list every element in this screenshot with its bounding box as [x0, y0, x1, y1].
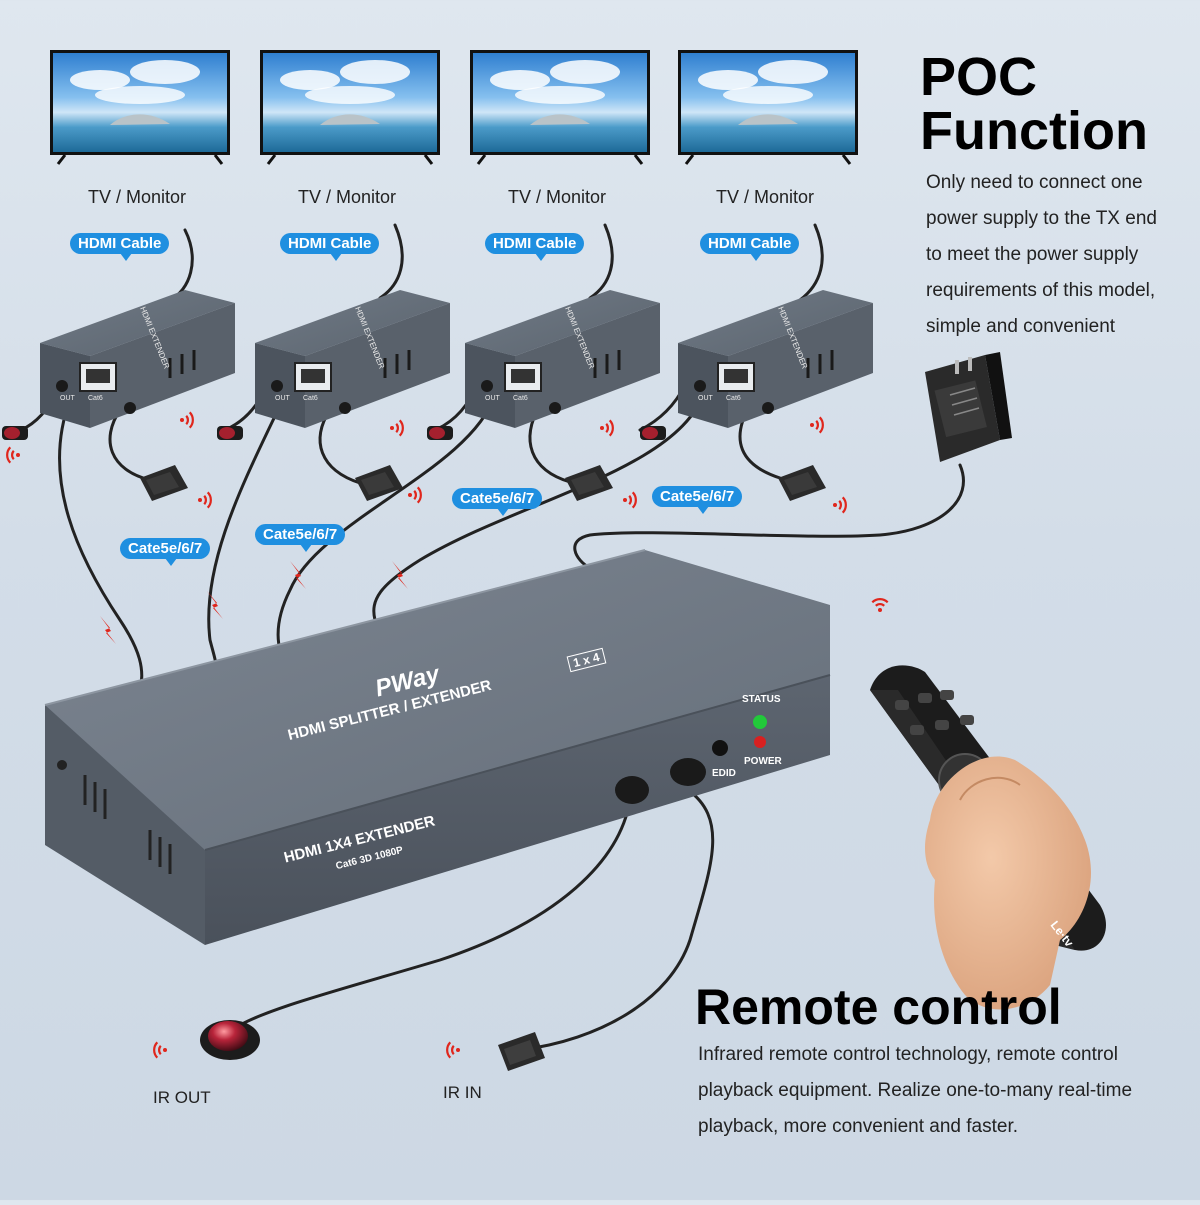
cat-cable-tag: Cate5e/6/7: [652, 486, 743, 514]
poc-title-line2: Function: [920, 101, 1148, 161]
cat-cable-tag: Cate5e/6/7: [255, 524, 346, 552]
monitor-label: TV / Monitor: [508, 187, 607, 207]
cat-cable-tag: Cate5e/6/7: [452, 488, 543, 516]
monitor-label: TV / Monitor: [716, 187, 815, 207]
monitor-icon: [50, 50, 230, 165]
power-led: [754, 736, 766, 748]
signal-icon: [446, 1041, 460, 1059]
ir-emitter-icon: [640, 426, 666, 440]
receiver-out-label: OUT: [60, 395, 76, 402]
remote-line: playback equipment. Realize one-to-many …: [698, 1080, 1133, 1101]
ir-receiver-icon: [355, 465, 403, 501]
status-led: [753, 715, 767, 729]
lightning-icon: [207, 591, 223, 619]
signal-icon: [833, 496, 847, 514]
receiver-port-label: Cat6: [513, 395, 528, 402]
remote-title: Remote control: [695, 979, 1062, 1035]
ir-emitter-icon: [217, 426, 243, 440]
poc-title: POC Function: [920, 50, 1148, 158]
signal-icon: [390, 419, 404, 437]
signal-icon: [871, 598, 889, 612]
poc-description: Only need to connect one power supply to…: [926, 165, 1157, 345]
poc-line: simple and convenient: [926, 316, 1116, 337]
splitter-device: [44, 549, 831, 945]
signal-icon: [6, 446, 20, 464]
ir-in-label: IR IN: [443, 1083, 482, 1102]
receiver-out-label: OUT: [485, 395, 501, 402]
poc-title-line1: POC: [920, 47, 1038, 107]
receiver-port-label: Cat6: [303, 395, 318, 402]
hdmi-cable-tag: HDMI Cable: [700, 233, 800, 261]
ir-in-receiver-icon: [498, 1032, 545, 1071]
edid-label: EDID: [712, 768, 736, 779]
ir-receiver-icon: [778, 465, 826, 501]
ir-emitter-icon: [2, 426, 28, 440]
receiver-out-label: OUT: [698, 395, 714, 402]
signal-icon: [408, 486, 422, 504]
lightning-icon: [290, 561, 306, 589]
ir-receiver-icon: [565, 465, 613, 501]
remote-control-icon: Le·tv: [870, 665, 1106, 1010]
poc-line: to meet the power supply: [926, 244, 1139, 265]
receiver-port-label: Cat6: [88, 395, 103, 402]
monitor-label: TV / Monitor: [298, 187, 397, 207]
signal-icon: [198, 491, 212, 509]
monitor-icon: [678, 50, 858, 165]
monitor-label: TV / Monitor: [88, 187, 187, 207]
remote-description: Infrared remote control technology, remo…: [698, 1037, 1132, 1145]
poc-line: Only need to connect one: [926, 172, 1143, 193]
ir-out-emitter-icon: [200, 1020, 260, 1060]
signal-icon: [623, 491, 637, 509]
signal-icon: [180, 411, 194, 429]
receiver-out-label: OUT: [275, 395, 291, 402]
remote-line: playback, more convenient and faster.: [698, 1116, 1019, 1137]
poc-line: requirements of this model,: [926, 280, 1156, 301]
remote-line: Infrared remote control technology, remo…: [698, 1044, 1118, 1065]
signals: [6, 411, 889, 1059]
lightning-icon: [392, 561, 408, 589]
monitors: [50, 50, 858, 165]
signal-icon: [810, 416, 824, 434]
monitor-icon: [260, 50, 440, 165]
ir-out-label: IR OUT: [153, 1088, 211, 1107]
signal-icon: [153, 1041, 167, 1059]
monitor-icon: [470, 50, 650, 165]
signal-icon: [600, 419, 614, 437]
hdmi-cable-tag: HDMI Cable: [280, 233, 380, 261]
hdmi-cable-tag: HDMI Cable: [70, 233, 170, 261]
receiver-port-label: Cat6: [726, 395, 741, 402]
power-label: POWER: [744, 756, 782, 767]
ir-emitter-icon: [427, 426, 453, 440]
status-label: STATUS: [742, 694, 781, 705]
poc-line: power supply to the TX end: [926, 208, 1157, 229]
ir-receiver-icon: [140, 465, 188, 501]
lightning-icon: [100, 616, 116, 644]
cat-cable-tag: Cate5e/6/7: [120, 538, 211, 566]
hdmi-cable-tag: HDMI Cable: [485, 233, 585, 261]
power-adapter-icon: [925, 352, 1012, 462]
